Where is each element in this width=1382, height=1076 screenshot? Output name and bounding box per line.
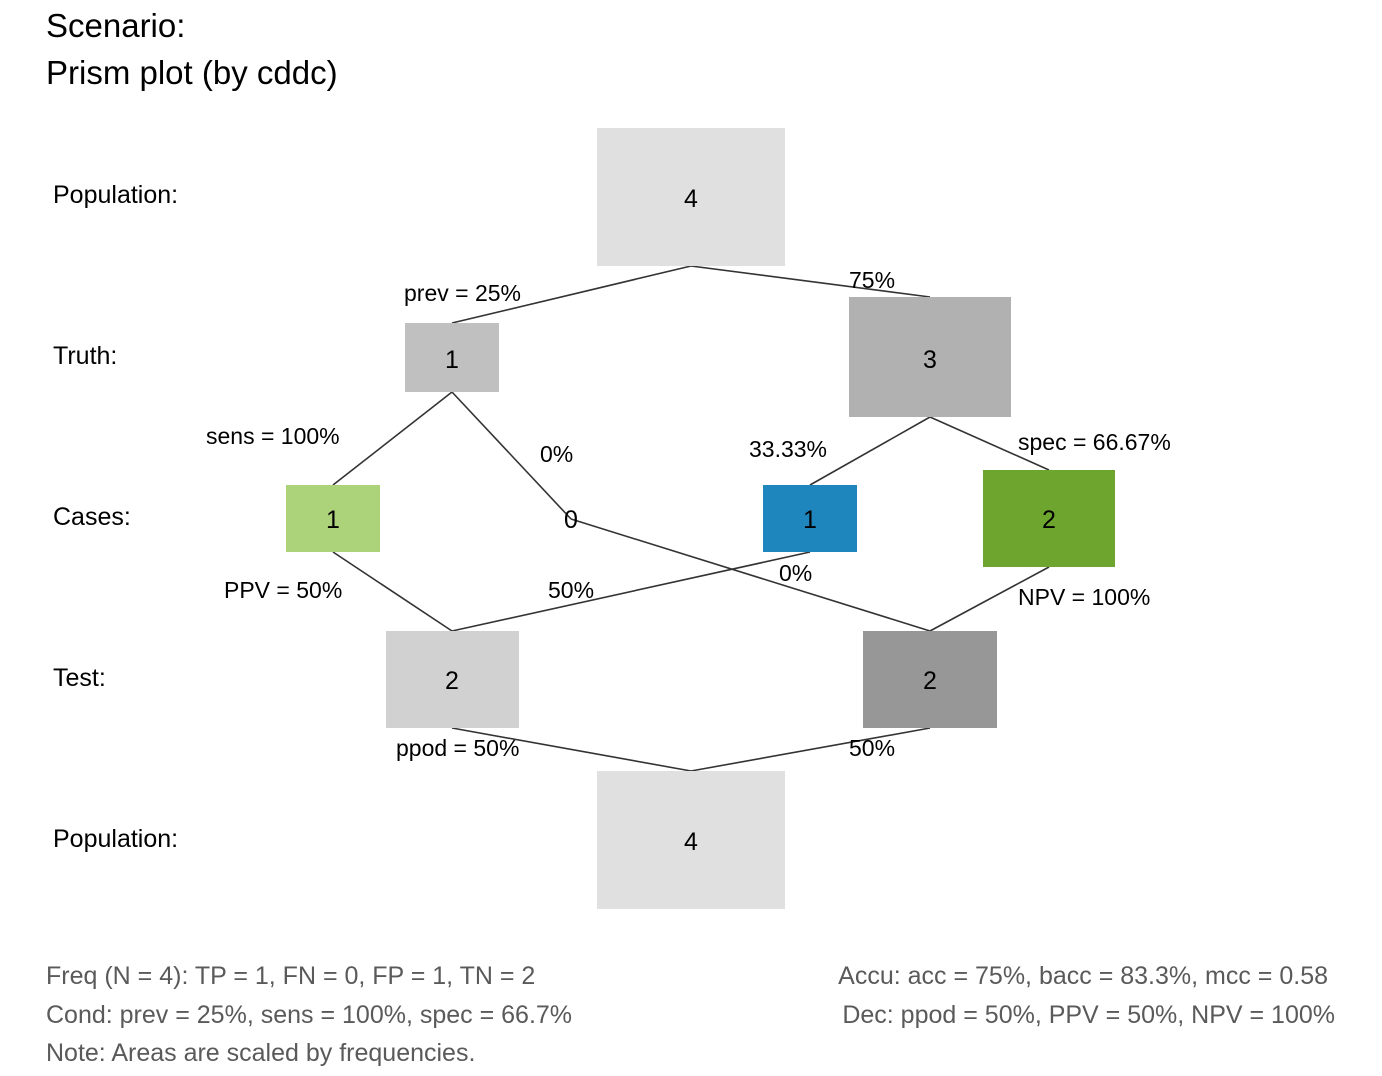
- title-line-2: Prism plot (by cddc): [46, 54, 338, 91]
- edge-label-not-prev: 75%: [849, 267, 895, 293]
- footer-freq: Freq (N = 4): TP = 1, FN = 0, FP = 1, TN…: [46, 962, 535, 990]
- edge-decneg-pop: [690, 727, 931, 772]
- edge-fn-decneg: [570, 518, 931, 632]
- value-false-positive: 1: [803, 506, 817, 534]
- edge-true-tp: [332, 391, 453, 486]
- value-condition-false: 3: [923, 346, 937, 374]
- edge-label-ppv: PPV = 50%: [224, 577, 342, 603]
- edge-decpos-pop: [451, 727, 692, 772]
- box-decision-negative: [863, 631, 997, 728]
- box-population-bottom: [597, 771, 785, 909]
- row-label-population-bottom: Population:: [53, 825, 178, 853]
- footer-dec: Dec: ppod = 50%, PPV = 50%, NPV = 100%: [842, 1001, 1335, 1029]
- footer-note: Note: Areas are scaled by frequencies.: [46, 1039, 475, 1067]
- edge-pop-truth-true: [451, 265, 692, 324]
- row-label-cases: Cases:: [53, 503, 131, 531]
- row-label-test: Test:: [53, 664, 106, 692]
- edge-true-fn: [451, 391, 572, 520]
- edge-label-not-ppod: 50%: [849, 735, 895, 761]
- value-condition-true: 1: [445, 346, 459, 374]
- connector-lines: [332, 265, 1050, 772]
- title-line-1: Scenario:: [46, 7, 185, 44]
- value-false-negative: 0: [564, 506, 578, 534]
- box-true-positive: [286, 485, 380, 552]
- edge-label-miss-rate: 0%: [540, 441, 573, 467]
- box-true-negative: [983, 470, 1115, 567]
- edge-tp-decpos: [332, 551, 453, 632]
- edge-label-prev: prev = 25%: [404, 280, 521, 306]
- edge-label-ppod: ppod = 50%: [396, 735, 519, 761]
- edge-label-for: 0%: [779, 560, 812, 586]
- box-population-top: [597, 128, 785, 266]
- edge-tn-decneg: [929, 566, 1050, 632]
- box-condition-true: [405, 323, 499, 392]
- edge-label-spec: spec = 66.67%: [1018, 429, 1171, 455]
- row-label-population-top: Population:: [53, 181, 178, 209]
- box-condition-false: [849, 297, 1011, 417]
- value-decision-positive: 2: [445, 667, 459, 695]
- value-population-bottom: 4: [684, 828, 698, 856]
- edge-label-fallout: 33.33%: [749, 436, 827, 462]
- value-true-positive: 1: [326, 506, 340, 534]
- value-population-top: 4: [684, 185, 698, 213]
- edge-label-npv: NPV = 100%: [1018, 584, 1150, 610]
- row-label-truth: Truth:: [53, 342, 117, 370]
- footer-cond: Cond: prev = 25%, sens = 100%, spec = 66…: [46, 1001, 572, 1029]
- edge-label-fdr: 50%: [548, 577, 594, 603]
- value-decision-negative: 2: [923, 667, 937, 695]
- edge-label-sens: sens = 100%: [206, 423, 340, 449]
- footer-accu: Accu: acc = 75%, bacc = 83.3%, mcc = 0.5…: [838, 962, 1328, 990]
- edge-false-fp: [809, 416, 931, 486]
- edge-false-tn: [929, 416, 1050, 471]
- box-decision-positive: [386, 631, 519, 728]
- box-false-positive: [763, 485, 857, 552]
- value-true-negative: 2: [1042, 506, 1056, 534]
- edge-pop-truth-false: [690, 265, 931, 298]
- edge-fp-decpos: [451, 551, 811, 632]
